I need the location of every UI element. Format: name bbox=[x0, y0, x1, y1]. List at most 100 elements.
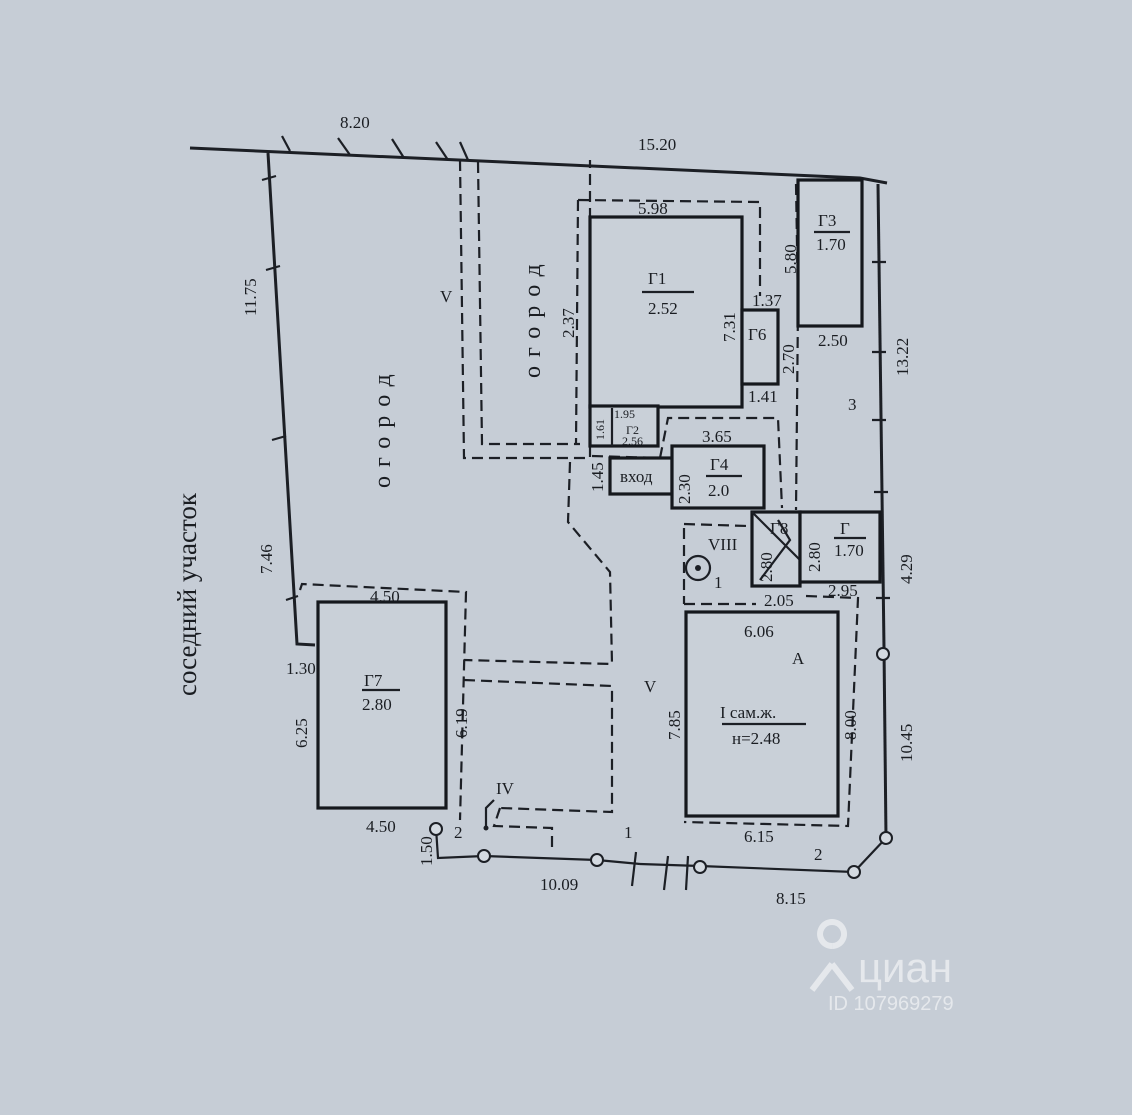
garden-label-right: огород bbox=[520, 255, 546, 378]
g1-footprint-outline bbox=[577, 198, 762, 296]
dim-right-lower: 10.45 bbox=[897, 724, 916, 762]
neighbor-hatch bbox=[281, 135, 470, 161]
garden-strip-outline bbox=[458, 159, 592, 460]
fence-post bbox=[876, 647, 890, 661]
watermark-brand: циан bbox=[858, 944, 952, 991]
building-g3 bbox=[796, 178, 864, 328]
g2-height: 2.56 bbox=[622, 434, 643, 448]
building-g7 bbox=[316, 600, 448, 810]
left-boundary-line bbox=[266, 152, 316, 647]
watermark-id: ID 107969279 bbox=[828, 993, 954, 1015]
building-g8 bbox=[750, 510, 802, 588]
porch-label: вход bbox=[620, 467, 653, 486]
dim-g1-top: 5.98 bbox=[638, 199, 668, 218]
iv-yard-outline bbox=[463, 678, 614, 814]
dim-house-left: 7.85 bbox=[665, 710, 684, 740]
dim-g6-bottom: 1.41 bbox=[748, 387, 778, 406]
dim-g1-left: 2.37 bbox=[559, 308, 578, 338]
dim-g9-bottom: 2.95 bbox=[828, 581, 858, 600]
dim-house-bottom: 6.15 bbox=[744, 827, 774, 846]
dim-right-mid: 4.29 bbox=[897, 554, 916, 584]
buildings bbox=[316, 178, 882, 818]
dim-porch-height: 1.45 bbox=[588, 462, 607, 492]
g7-height: 2.80 bbox=[362, 695, 392, 714]
yard-number-3: 3 bbox=[848, 395, 857, 414]
path-outline bbox=[463, 461, 614, 666]
dim-g6-top: 1.37 bbox=[752, 291, 782, 310]
building-g1 bbox=[588, 215, 744, 409]
fence-post bbox=[429, 822, 443, 836]
g3-height: 1.70 bbox=[816, 235, 846, 254]
zone-v-lower: V bbox=[644, 677, 657, 696]
left-boundary-marks bbox=[261, 174, 299, 602]
neighbor-plot-label: соседний участок bbox=[172, 492, 202, 696]
building-g9 bbox=[798, 510, 882, 584]
dim-bottom-right: 8.15 bbox=[776, 889, 806, 908]
g7-name: Г7 bbox=[364, 671, 383, 690]
dim-house-right: 8.00 bbox=[841, 710, 860, 740]
building-g2 bbox=[588, 404, 660, 448]
dim-top-left: 8.20 bbox=[340, 113, 370, 132]
g9-name: Г bbox=[840, 519, 850, 538]
dim-left-upper: 11.75 bbox=[241, 278, 260, 316]
dim-g4-left: 2.30 bbox=[675, 474, 694, 504]
porch-outline bbox=[591, 416, 784, 509]
building-g6 bbox=[740, 308, 780, 386]
right-boundary-ticks bbox=[872, 260, 890, 600]
dim-mid-205: 2.05 bbox=[764, 591, 794, 610]
gate-number-1: 1 bbox=[624, 823, 633, 842]
house-name: I сам.ж. bbox=[720, 703, 776, 722]
dim-g3-left: 5.80 bbox=[781, 244, 800, 274]
zone-viii: VIII bbox=[708, 535, 738, 554]
fence-number-2-right: 2 bbox=[814, 845, 823, 864]
iv-path-outline bbox=[492, 807, 554, 852]
well-number: 1 bbox=[714, 573, 723, 592]
fence-number-2-left: 2 bbox=[454, 823, 463, 842]
dim-g6-right: 2.70 bbox=[779, 344, 798, 374]
gate-ticks bbox=[630, 851, 690, 891]
area-labels: огород огород V V IV VIII 3 1 2 2 bbox=[370, 255, 857, 864]
well-center bbox=[695, 565, 701, 571]
g8-name: Г8 bbox=[770, 519, 788, 538]
dim-g2-left: 1.61 bbox=[593, 419, 607, 440]
bottom-right-fence bbox=[639, 837, 887, 874]
house-letter: А bbox=[792, 649, 805, 668]
dim-g1-right: 7.31 bbox=[720, 312, 739, 342]
dim-g4-top: 3.65 bbox=[702, 427, 732, 446]
dim-left-jog: 1.30 bbox=[286, 659, 316, 678]
iv-dot bbox=[483, 825, 489, 831]
g8-hatch bbox=[751, 511, 801, 581]
garden-label-left: огород bbox=[370, 365, 396, 488]
well: 1 bbox=[684, 554, 723, 592]
g1-name: Г1 bbox=[648, 269, 666, 288]
bottom-left-fence bbox=[434, 827, 641, 866]
fence-post bbox=[693, 860, 707, 874]
porch-entrance bbox=[608, 456, 674, 496]
house-outline bbox=[683, 594, 860, 828]
dim-g7-right: 6.19 bbox=[452, 708, 471, 738]
zone-iv: IV bbox=[496, 779, 515, 798]
dim-g8-left: 2.80 bbox=[757, 552, 776, 582]
g1-left-outline bbox=[574, 199, 580, 445]
house-height: н=2.48 bbox=[732, 729, 780, 748]
g4-name: Г4 bbox=[710, 455, 729, 474]
g7-outline bbox=[298, 582, 468, 821]
top-boundary-line bbox=[189, 146, 888, 185]
right-lower-boundary-line bbox=[882, 647, 888, 839]
dim-g9-left: 2.80 bbox=[805, 542, 824, 572]
watermark: циан ID 107969279 bbox=[809, 919, 954, 1015]
dim-top-right: 15.20 bbox=[638, 135, 676, 154]
dim-right-upper: 13.22 bbox=[893, 338, 912, 376]
well-icon bbox=[684, 554, 712, 582]
cian-logo-icon bbox=[809, 919, 855, 992]
g4-height: 2.0 bbox=[708, 481, 729, 500]
fence-post bbox=[590, 853, 604, 867]
fence-post bbox=[847, 865, 861, 879]
dim-g3-bottom: 2.50 bbox=[818, 331, 848, 350]
g3-name: Г3 bbox=[818, 211, 836, 230]
viii-top-outline bbox=[683, 522, 749, 528]
dim-g7-bottom: 4.50 bbox=[366, 817, 396, 836]
iv-marker bbox=[484, 799, 495, 828]
